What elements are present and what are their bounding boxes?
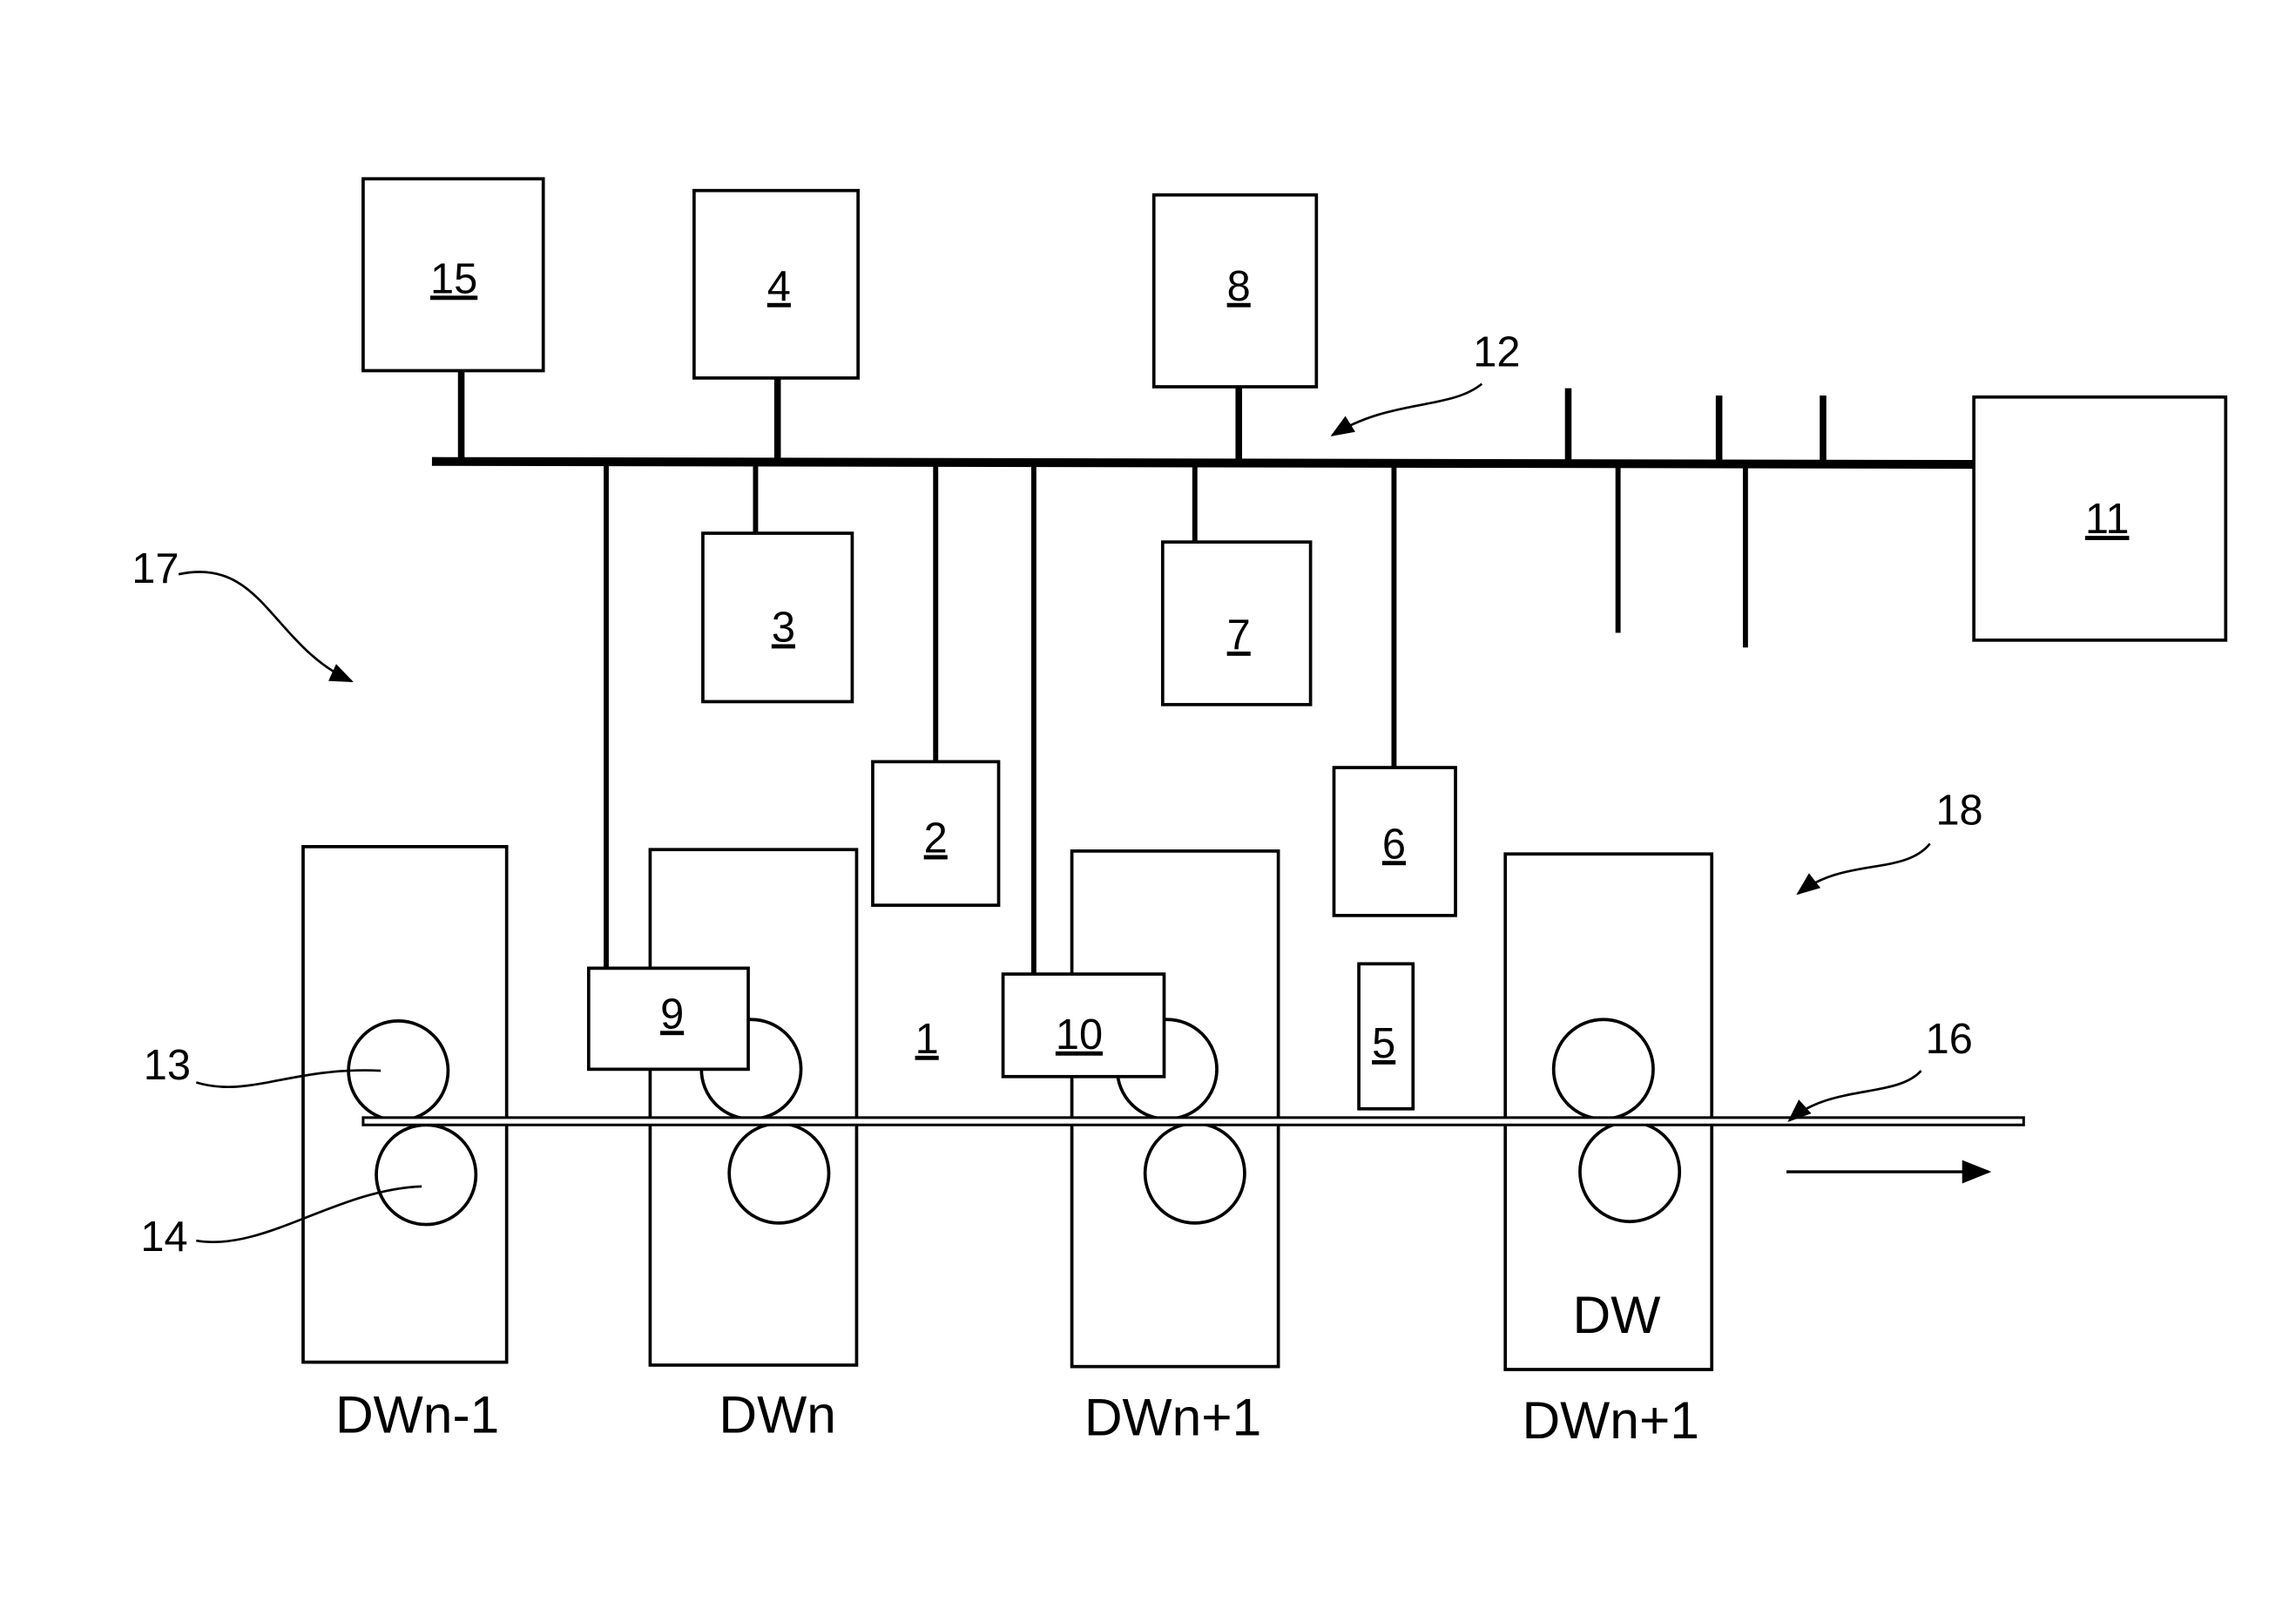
block-2-label: 2 bbox=[924, 815, 948, 862]
stand-label-dwn: DWn bbox=[719, 1384, 835, 1444]
ref-label-14: 14 bbox=[140, 1214, 187, 1261]
ref-label-12: 12 bbox=[1473, 328, 1520, 375]
block-5: 5 bbox=[1359, 964, 1413, 1108]
area-label-1: 1 bbox=[915, 1016, 939, 1063]
leader-18 bbox=[1798, 843, 1929, 893]
leader-17 bbox=[179, 572, 351, 681]
block-7-label: 7 bbox=[1227, 612, 1251, 659]
block-3: 3 bbox=[703, 533, 852, 701]
block-8: 8 bbox=[1154, 195, 1317, 387]
block-15-label: 15 bbox=[430, 255, 477, 302]
block-15: 15 bbox=[363, 179, 544, 370]
block-8-label: 8 bbox=[1227, 263, 1251, 310]
ref-label-18: 18 bbox=[1935, 788, 1982, 835]
stand-dwn-1 bbox=[303, 847, 507, 1363]
stand-label-dwn+1: DWn+1 bbox=[1084, 1388, 1261, 1447]
block-6: 6 bbox=[1334, 768, 1456, 916]
block-9-label: 9 bbox=[660, 991, 684, 1038]
block-9: 9 bbox=[589, 968, 748, 1069]
stand-dwn bbox=[650, 849, 856, 1365]
stand-label-dwn-1: DWn-1 bbox=[335, 1384, 499, 1444]
ref-label-13: 13 bbox=[144, 1042, 191, 1089]
stand-inner-label: DW bbox=[1573, 1285, 1661, 1344]
block-7: 7 bbox=[1163, 542, 1311, 705]
block-5-label: 5 bbox=[1372, 1020, 1395, 1067]
block-2: 2 bbox=[873, 761, 999, 905]
leader-12 bbox=[1333, 384, 1482, 436]
block-6-label: 6 bbox=[1382, 821, 1406, 868]
block-10: 10 bbox=[1003, 974, 1165, 1077]
block-11: 11 bbox=[1974, 397, 2225, 640]
bus-line bbox=[432, 462, 1977, 464]
ref-label-16: 16 bbox=[1926, 1016, 1973, 1063]
block-10-label: 10 bbox=[1056, 1011, 1103, 1058]
stand-dw: DW bbox=[1505, 854, 1712, 1369]
block-3-label: 3 bbox=[772, 604, 795, 651]
block-11-label: 11 bbox=[2085, 496, 2130, 543]
stand-label-dw-n+1: DWn+1 bbox=[1522, 1390, 1698, 1450]
stand-dwn+1 bbox=[1072, 851, 1279, 1367]
block-4: 4 bbox=[694, 191, 858, 378]
block-4-label: 4 bbox=[767, 263, 791, 310]
leader-16 bbox=[1789, 1071, 1921, 1120]
strip bbox=[363, 1118, 2023, 1125]
ref-label-17: 17 bbox=[132, 545, 179, 592]
